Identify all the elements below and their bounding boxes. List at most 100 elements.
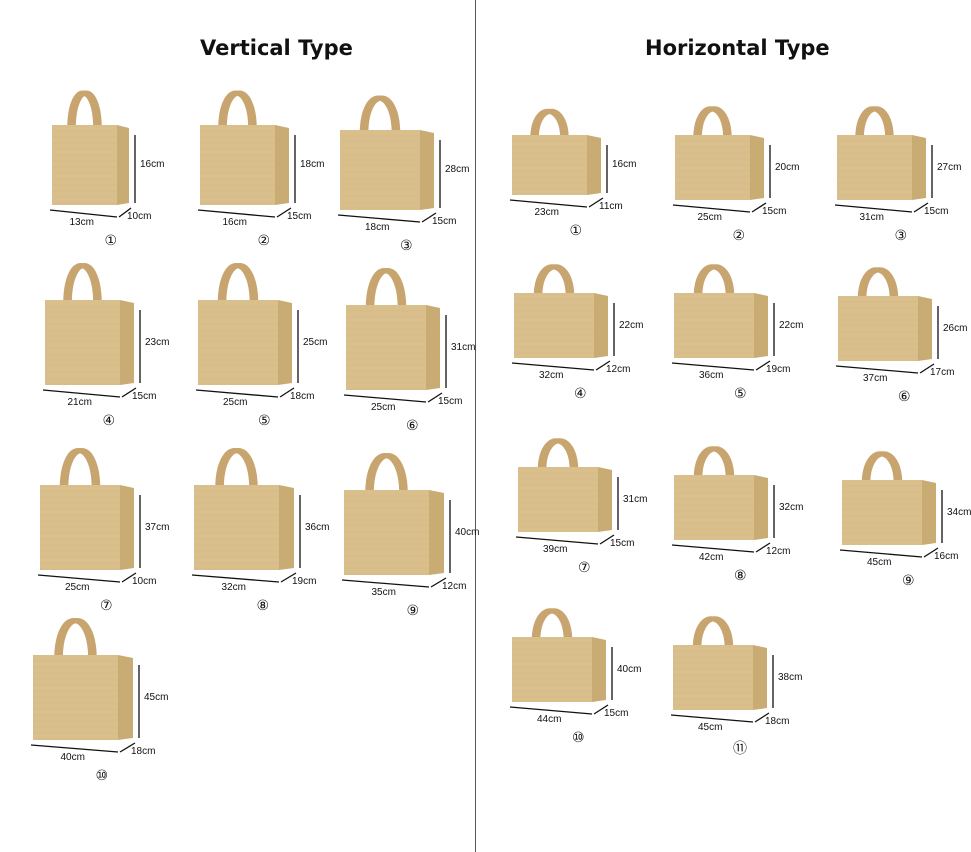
- height-label: 40cm: [455, 526, 480, 538]
- depth-dimension-line: [421, 212, 437, 223]
- height-label: 18cm: [300, 159, 325, 170]
- depth-label: 17cm: [930, 367, 955, 378]
- bag-handle: [697, 264, 735, 300]
- width-dimension-line: [835, 365, 919, 374]
- depth-dimension-line: [913, 202, 929, 213]
- bag-handle: [369, 268, 407, 312]
- item-number: ⑨: [902, 573, 915, 589]
- tote-bag-illustration: [344, 453, 444, 575]
- tote-bag-image: [200, 81, 291, 209]
- width-label: 45cm: [867, 557, 892, 568]
- tote-bag-illustration: [673, 616, 767, 710]
- depth-label: 18cm: [131, 746, 156, 757]
- height-label: 31cm: [623, 493, 648, 505]
- depth-label: 15cm: [132, 391, 157, 402]
- bag-handle: [70, 90, 102, 132]
- bag-front-panel: [52, 125, 117, 205]
- width-dimension-line: [509, 706, 593, 715]
- width-label: 40cm: [60, 752, 85, 763]
- bag-side-panel: [120, 300, 134, 385]
- item-number: ⑩: [572, 730, 585, 746]
- tote-bag-illustration: [340, 95, 434, 210]
- bag-side-panel: [912, 135, 926, 200]
- bag-front-panel: [340, 130, 420, 210]
- bag-handle: [541, 438, 579, 474]
- bag-handle: [63, 448, 101, 492]
- width-label: 39cm: [543, 544, 568, 555]
- bag-handle: [858, 106, 894, 142]
- bag-side-panel: [420, 130, 434, 210]
- width-dimension-line: [511, 362, 595, 371]
- width-label: 23cm: [534, 207, 559, 218]
- depth-label: 15cm: [432, 216, 457, 227]
- bag-side-panel: [429, 490, 444, 575]
- item-number: ⑧: [734, 568, 747, 584]
- height-label: 37cm: [145, 521, 170, 533]
- width-dimension-line: [834, 204, 913, 213]
- item-number: ⑧: [256, 598, 270, 614]
- column-divider: [475, 0, 476, 852]
- bag-side-panel: [750, 135, 764, 200]
- height-label: 32cm: [779, 501, 804, 513]
- width-label: 42cm: [699, 552, 724, 563]
- width-dimension-line: [197, 209, 276, 218]
- width-label: 21cm: [67, 397, 92, 408]
- bag-handle: [865, 451, 903, 487]
- horizontal-type-title: Horizontal Type: [645, 36, 830, 60]
- height-label: 20cm: [775, 161, 800, 173]
- width-dimension-line: [671, 362, 755, 371]
- item-number: ②: [257, 233, 271, 249]
- height-label: 40cm: [617, 663, 642, 675]
- tote-bag-illustration: [40, 448, 134, 570]
- width-dimension-line: [515, 536, 599, 545]
- tote-bag-illustration: [514, 264, 608, 358]
- depth-label: 18cm: [765, 716, 790, 727]
- tote-bag-image: [33, 608, 135, 744]
- vertical-type-title: Vertical Type: [200, 36, 353, 60]
- tote-bag-illustration: [838, 267, 932, 361]
- width-dimension-line: [49, 209, 118, 218]
- item-number: ⑦: [100, 598, 113, 614]
- depth-dimension-line: [593, 704, 609, 715]
- tote-bag-illustration: [674, 446, 768, 540]
- width-label: 32cm: [539, 370, 564, 381]
- bag-side-panel: [753, 645, 767, 710]
- tote-bag-image: [514, 256, 610, 362]
- depth-dimension-line: [427, 392, 443, 403]
- tote-bag-image: [838, 259, 934, 365]
- item-number: ③: [894, 228, 908, 244]
- tote-bag-image: [40, 438, 136, 574]
- depth-dimension-line: [751, 202, 767, 213]
- depth-dimension-line: [280, 572, 297, 583]
- depth-label: 10cm: [132, 576, 157, 587]
- width-label: 37cm: [863, 373, 888, 384]
- bag-front-panel: [194, 485, 279, 570]
- tote-bag-image: [194, 438, 296, 574]
- bag-front-panel: [346, 305, 426, 390]
- width-label: 18cm: [365, 222, 390, 233]
- width-dimension-line: [343, 394, 427, 403]
- width-dimension-line: [195, 389, 279, 398]
- width-dimension-line: [672, 204, 751, 213]
- width-label: 44cm: [537, 714, 562, 725]
- item-number: ①: [569, 223, 583, 239]
- width-dimension-line: [37, 574, 121, 583]
- height-label: 27cm: [937, 161, 962, 173]
- depth-dimension-line: [430, 577, 447, 588]
- depth-label: 19cm: [766, 364, 791, 375]
- depth-label: 12cm: [606, 364, 631, 375]
- bag-handle: [363, 95, 401, 137]
- bag-front-panel: [344, 490, 429, 575]
- width-dimension-line: [191, 574, 280, 583]
- width-label: 45cm: [698, 722, 723, 733]
- item-number: ⑩: [95, 768, 109, 784]
- tote-bag-illustration: [512, 108, 601, 195]
